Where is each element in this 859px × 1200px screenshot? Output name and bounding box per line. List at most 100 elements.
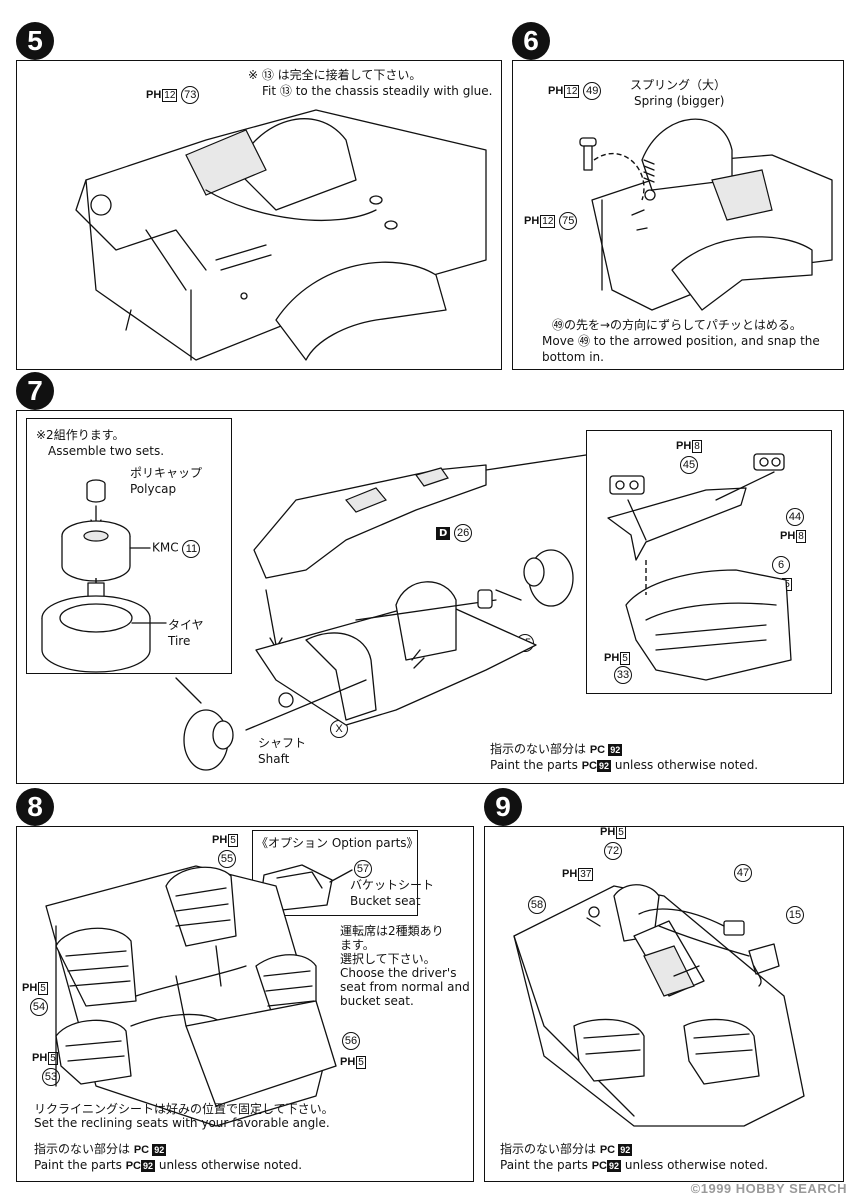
step-7-d26-label: D 26: [436, 524, 473, 542]
part-33-badge: 33: [614, 666, 632, 684]
part-44-badge: 44: [786, 508, 804, 526]
step-6-note-en-2: bottom in.: [542, 350, 604, 364]
part-6-badge: 6: [772, 556, 790, 574]
part-54-badge: 54: [30, 998, 48, 1016]
pc-label: PC 92: [133, 1144, 167, 1156]
step-9-number: 9: [484, 788, 522, 826]
part-26-badge: 26: [454, 524, 473, 542]
step-5-number: 5: [16, 22, 54, 60]
paint-en-post: unless otherwise noted.: [614, 758, 759, 772]
step-6-note-jp: ㊾の先を→の方向にずらしてパチッとはめる。: [552, 318, 802, 332]
step-7-polycap-en: Polycap: [130, 482, 177, 496]
paint-en-post: unless otherwise noted.: [158, 1158, 303, 1172]
step-9-part-58-num: 58: [528, 896, 546, 914]
step-7-rear-seat-drawing: [607, 453, 792, 681]
step-7-number: 7: [16, 372, 54, 410]
step-8-driver-jp-3: 選択して下さい。: [340, 952, 436, 966]
step-8-recline-jp: リクライニングシートは好みの位置で固定して下さい。: [34, 1102, 334, 1116]
step-8-driver-jp-1: 運転席は2種類あり: [340, 924, 444, 938]
paint-jp-text: 指示のない部分は: [500, 1142, 597, 1156]
part-56-badge: 56: [342, 1032, 360, 1050]
step-7-part-6-num: 6: [772, 556, 790, 574]
step-7-shaft-jp: シャフト: [258, 736, 307, 750]
paint-en-pre: Paint the parts: [490, 758, 578, 772]
step-9-part-47-num: 47: [734, 864, 752, 882]
step-7-chassis-drawing: [183, 454, 587, 771]
step-8-part-54-num: 54: [30, 998, 48, 1016]
step-7-polycap-jp: ポリキャップ: [130, 466, 203, 480]
step-8-driver-en-3: bucket seat.: [340, 994, 414, 1008]
part-57-badge: 57: [354, 860, 372, 878]
step-8-driver-en-1: Choose the driver's: [340, 966, 457, 980]
step-8-bucket-jp: バケットシート: [350, 878, 435, 892]
step-9-paint-note-jp: 指示のない部分は PC 92: [500, 1142, 633, 1158]
step-9-console-drawing: [513, 884, 805, 1127]
part-72-badge: 72: [604, 842, 622, 860]
step-9-part-72-num: 72: [604, 842, 622, 860]
paint-en-pre: Paint the parts: [34, 1158, 122, 1172]
step-6-spring-en: Spring (bigger): [634, 94, 725, 108]
step-7-tire-en: Tire: [168, 634, 191, 648]
part-45-badge: 45: [680, 456, 698, 474]
step-6-note-en-1: Move ㊾ to the arrowed position, and snap…: [542, 334, 820, 348]
paint-en-pre: Paint the parts: [500, 1158, 588, 1172]
step-7-shaft-en: Shaft: [258, 752, 290, 766]
d-runner-badge: D: [436, 526, 451, 540]
step-8-seats-drawing: [45, 865, 337, 1127]
paint-jp-text: 指示のない部分は: [34, 1142, 131, 1156]
step-6-suspension-drawing: [579, 118, 833, 311]
step-8-driver-jp-2: ます。: [340, 938, 375, 952]
step-7-wheel-assembly-drawing: [41, 479, 202, 704]
step-8-part-56-num: 56: [342, 1032, 360, 1050]
step-6-number: 6: [512, 22, 550, 60]
part-11-badge: 11: [182, 540, 201, 558]
step-5-note-en: Fit ⑬ to the chassis steadily with glue.: [262, 84, 493, 98]
step-9-part-15-num: 15: [786, 906, 804, 924]
step-7-paint-note-jp: 指示のない部分は PC 92: [490, 742, 623, 758]
part-15-badge: 15: [786, 906, 804, 924]
part-55-badge: 55: [218, 850, 236, 868]
part-75-badge: 75: [559, 212, 578, 230]
step-7-sub-en: Assemble two sets.: [48, 444, 165, 458]
step-7-kmc-label: KMC 11: [152, 540, 201, 558]
part-73-badge: 73: [181, 86, 200, 104]
part-49-badge: 49: [583, 82, 602, 100]
step-8-bucket-en: Bucket seat: [350, 894, 421, 908]
part-47-badge: 47: [734, 864, 752, 882]
step-8-paint-note-jp: 指示のない部分は PC 92: [34, 1142, 167, 1158]
step-8-option-title: 《オプション Option parts》: [256, 836, 419, 850]
step-5-chassis-drawing: [75, 109, 487, 361]
pc-label: PC 92: [589, 744, 623, 756]
watermark: ©1999 HOBBY SEARCH: [690, 1181, 847, 1196]
kmc-text: KMC: [152, 540, 179, 555]
step-8-driver-en-2: seat from normal and: [340, 980, 470, 994]
step-7-part-45-num: 45: [680, 456, 698, 474]
